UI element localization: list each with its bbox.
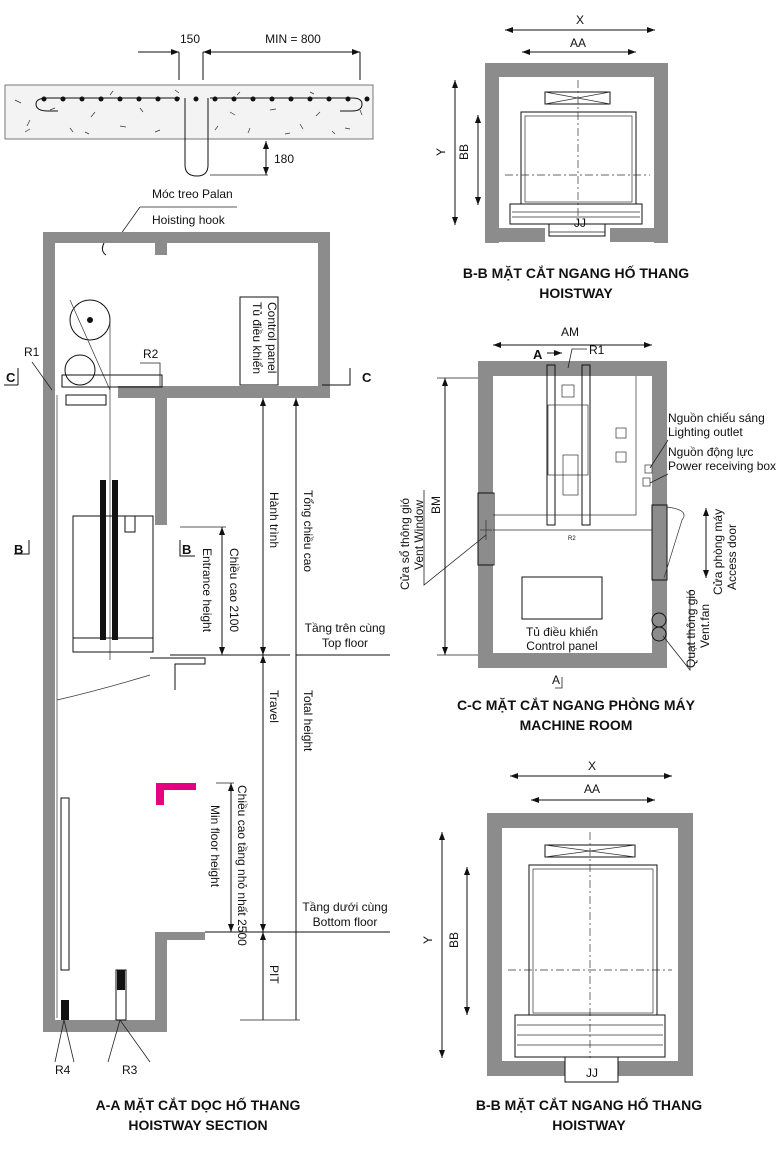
aa-control-panel-vi: Tủ điều khiển <box>250 302 264 374</box>
hoistway-plan-bottom: X AA Y BB JJ B-B MẶT CẮT NGANG HỐ THANG … <box>421 759 702 1133</box>
mr-label-r2: R2 <box>568 536 576 542</box>
label-r2: R2 <box>143 347 159 361</box>
mr-control-panel-en: Control panel <box>526 639 597 653</box>
top-dim-bb: BB <box>457 144 471 160</box>
vent-fan-vi: Quạt thông gió <box>684 589 698 668</box>
pit-label: PIT <box>267 965 281 984</box>
hook-label-en: Hoisting hook <box>152 213 226 227</box>
section-marker-b-right: B <box>182 542 191 557</box>
hoistway-bottom-title-vi: B-B MẶT CẮT NGANG HỐ THANG <box>476 1096 702 1113</box>
bottom-dim-y: Y <box>421 936 435 944</box>
dim-bm: BM <box>429 496 443 514</box>
label-r3: R3 <box>122 1063 138 1077</box>
hoistway-bottom-title-en: HOISTWAY <box>552 1117 626 1133</box>
hoisting-hook-slab-detail: 150 MIN = 800 180 Móc treo Palan Hoistin… <box>4 32 374 239</box>
entrance-height-en: Entrance height <box>200 548 214 633</box>
bottom-dim-aa: AA <box>584 782 600 796</box>
min-floor-en: Min floor height <box>208 805 222 888</box>
section-aa-title-vi: A-A MẶT CẮT DỌC HỐ THANG <box>96 1096 301 1113</box>
top-dim-jj: JJ <box>574 216 586 230</box>
dim-min-800: MIN = 800 <box>265 32 321 46</box>
section-marker-b-left: B <box>14 542 23 557</box>
power-box-en: Power receiving box <box>668 459 776 473</box>
hook-label-vi: Móc treo Palan <box>152 187 233 201</box>
dim-am: AM <box>561 325 579 339</box>
machine-room-title-en: MACHINE ROOM <box>520 717 633 733</box>
top-dim-x: X <box>576 13 584 27</box>
machine-room-plan: Tủ điều khiển Control panel AM A R1 R2 B… <box>398 325 776 733</box>
aa-control-panel-en: Control panel <box>265 302 279 373</box>
dim-150: 150 <box>180 32 200 46</box>
hoistway-plan-top: X AA Y BB JJ B-B MẶT CẮT NGANG HỐ THANG … <box>434 13 689 301</box>
bottom-floor-en: Bottom floor <box>313 915 378 929</box>
rebar-right <box>210 97 363 112</box>
machine-room-title-vi: C-C MẶT CẮT NGANG PHÒNG MÁY <box>457 696 696 713</box>
section-marker-a-top: A <box>533 347 543 362</box>
mr-label-r1: R1 <box>589 343 605 357</box>
vent-fan-en: Vent.fan <box>698 604 712 648</box>
rebar-dots <box>41 96 370 102</box>
vent-window-vi: Cửa sổ thông gió <box>398 498 412 590</box>
travel-vi: Hành trình <box>267 492 281 548</box>
vent-window-en: Vent Window <box>412 500 426 570</box>
bottom-floor-vi: Tầng dưới cùng <box>302 900 387 914</box>
total-height-en: Total height <box>301 690 315 752</box>
access-door-vi: Cửa phòng máy <box>711 509 725 595</box>
entrance-height-vi: Chiều cao 2100 <box>227 548 241 632</box>
mr-control-panel-vi: Tủ điều khiển <box>526 625 598 639</box>
pink-marker <box>156 783 196 790</box>
section-aa-title-en: HOISTWAY SECTION <box>128 1117 267 1133</box>
total-height-vi: Tổng chiều cao <box>301 490 315 572</box>
concrete-slab <box>4 84 374 140</box>
top-floor-vi: Tầng trên cùng <box>305 621 386 635</box>
section-marker-c-left: C <box>6 370 16 385</box>
top-floor-en: Top floor <box>322 636 368 650</box>
bottom-dim-jj: JJ <box>586 1066 598 1080</box>
min-floor-vi: Chiều cao tầng nhỏ nhất 2500 <box>235 785 249 946</box>
label-r4: R4 <box>55 1063 71 1077</box>
travel-en: Travel <box>267 690 281 723</box>
top-dim-y: Y <box>434 148 448 156</box>
section-aa-hoistway: Tủ điều khiển Control panel R4 R3 R1 R2 … <box>4 232 390 1133</box>
hoistway-top-title-vi: B-B MẶT CẮT NGANG HỐ THANG <box>463 264 689 281</box>
section-marker-c-right: C <box>362 370 372 385</box>
power-box-vi: Nguồn động lực <box>668 445 753 459</box>
top-dim-aa: AA <box>570 36 586 50</box>
access-door-en: Access door <box>725 524 739 590</box>
section-marker-a-bottom: A <box>552 673 560 687</box>
u-hook <box>184 98 209 177</box>
lighting-outlet-en: Lighting outlet <box>668 425 743 439</box>
dim-180: 180 <box>274 152 294 166</box>
label-r1: R1 <box>24 345 40 359</box>
bottom-dim-bb: BB <box>447 932 461 948</box>
hoistway-top-title-en: HOISTWAY <box>539 285 613 301</box>
concrete-hatch <box>14 89 363 135</box>
bottom-dim-x: X <box>588 759 596 773</box>
lighting-outlet-vi: Nguồn chiếu sáng <box>668 411 765 425</box>
